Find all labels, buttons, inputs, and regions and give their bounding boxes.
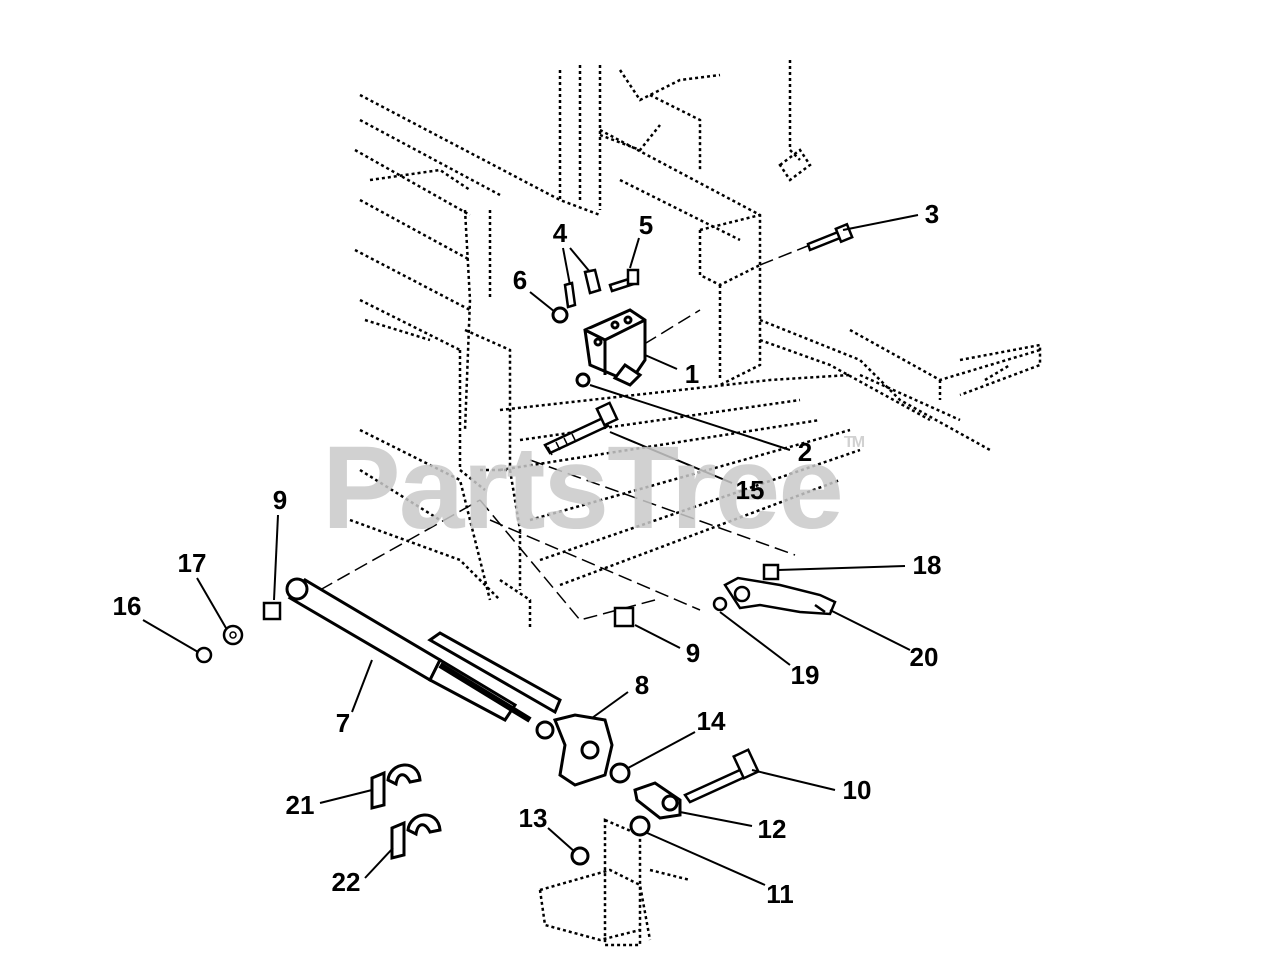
callout-21: 21 (285, 790, 315, 820)
callout-9-left: 9 (272, 485, 288, 515)
callout-3: 3 (924, 199, 940, 229)
callout-12: 12 (757, 814, 787, 844)
callout-5: 5 (638, 210, 654, 240)
callout-6: 6 (512, 265, 528, 295)
callout-10: 10 (842, 775, 872, 805)
part-10-bolt (683, 748, 760, 804)
part-9-spacer-left (262, 601, 282, 621)
callout-4: 4 (552, 218, 568, 248)
callout-17: 17 (177, 548, 207, 578)
callout-20: 20 (909, 642, 939, 672)
part-3-bolt (806, 222, 854, 252)
part-4-fittings (563, 268, 602, 309)
part-18-spacer (762, 563, 780, 581)
part-12-clevis (633, 781, 682, 820)
callout-16: 16 (112, 591, 142, 621)
callout-7: 7 (335, 708, 351, 738)
callout-19: 19 (790, 660, 820, 690)
callout-9-right: 9 (685, 638, 701, 668)
part-19-washer (712, 596, 728, 612)
callout-14: 14 (696, 706, 726, 736)
callout-22: 22 (331, 867, 361, 897)
part-9-spacer-right (613, 606, 635, 628)
assembly-lines (319, 244, 811, 621)
callout-11: 11 (766, 879, 794, 909)
part-21-clip (370, 763, 422, 810)
part-14-bushing (609, 762, 631, 784)
part-16-nut (195, 646, 213, 664)
leader-lines (142, 214, 919, 886)
part-8-rod-end (552, 713, 614, 787)
part-17-washer-hole (229, 631, 237, 639)
trademark-mark: TM (843, 434, 865, 451)
part-22-clip (390, 813, 442, 860)
callout-8: 8 (634, 670, 650, 700)
part-2-nut (575, 372, 591, 388)
part-20-arm (723, 576, 837, 616)
part-11-washer (629, 815, 651, 837)
part-15-bolt (543, 401, 619, 456)
part-1-valve (583, 308, 647, 387)
part-6-nut (551, 306, 569, 324)
callout-13: 13 (518, 803, 548, 833)
frame-outline (349, 60, 1042, 947)
part-7-cylinder (285, 577, 562, 740)
watermark-text: PartsTree (322, 422, 844, 554)
callout-18: 18 (912, 550, 942, 580)
part-5-screw (608, 268, 640, 293)
part-13-nut (570, 846, 590, 866)
callout-15: 15 (735, 475, 765, 505)
callout-1: 1 (684, 359, 700, 389)
callout-2: 2 (797, 437, 813, 467)
